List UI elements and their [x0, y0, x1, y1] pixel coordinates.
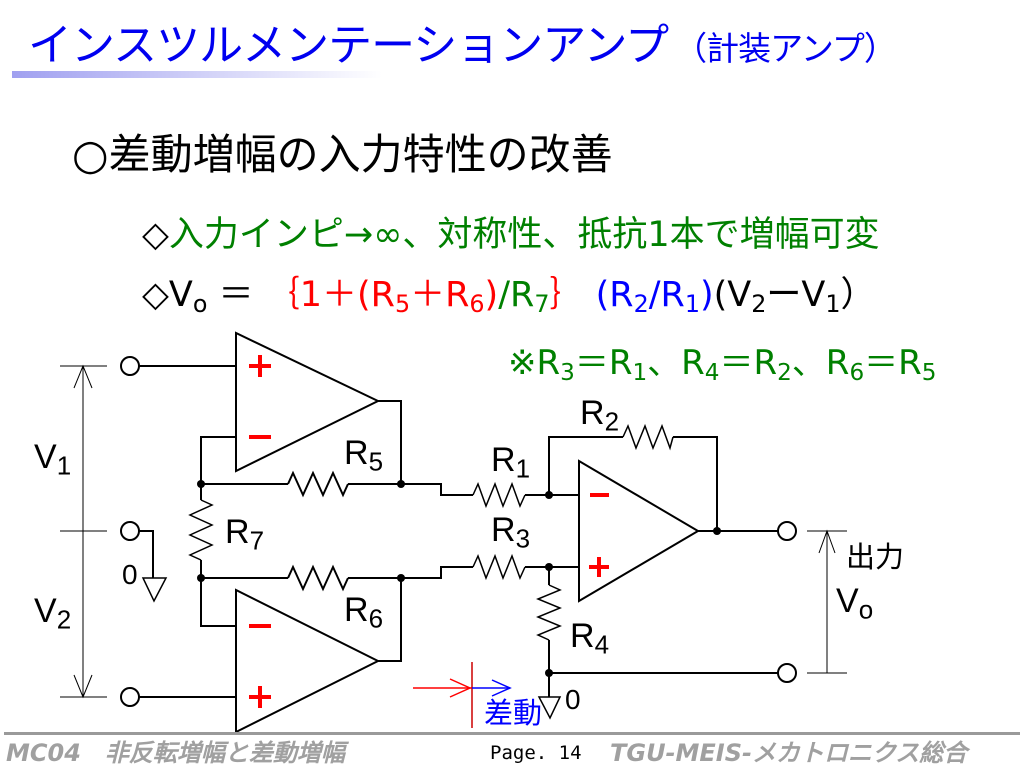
- formula-segment: o: [192, 289, 208, 318]
- formula-segment: ＝: [207, 275, 265, 315]
- note-segment: 、R: [791, 343, 850, 383]
- formula-segment: ｛1＋(R: [264, 275, 395, 315]
- footer-right: TGU-MEIS-メカトロニクス総合: [610, 739, 968, 767]
- label-v1: V1: [34, 438, 72, 481]
- formula-segment: ◇V: [142, 275, 193, 315]
- formula-segment: ーV: [766, 275, 826, 315]
- formula-segment: 5: [394, 289, 411, 318]
- title-underline-bar: [12, 71, 382, 78]
- note-segment: 3: [560, 359, 575, 386]
- opamp-output: [578, 459, 700, 603]
- line1-segment: 入力インピ→∞、対称性、抵抗1本で増幅可変: [168, 215, 880, 255]
- title-sub: （計装アンプ）: [674, 29, 897, 68]
- arrowhead-down-icon: [73, 674, 93, 699]
- note-segment: 4: [704, 359, 720, 386]
- line1-segment: ◇: [142, 215, 169, 255]
- label-r1: R1: [491, 441, 531, 484]
- resistor-r4: [536, 584, 562, 641]
- bullet-gain-formula: ◇Vo ＝ ｛1＋(R5＋R6)/R7｝ (R2/R1)(V2ーV1）: [142, 278, 876, 317]
- label-v2: V2: [34, 592, 72, 635]
- label-output: 出力: [846, 542, 905, 574]
- resistor-equality-note: ※R3＝R1、R4＝R2、R6＝R5: [508, 346, 936, 385]
- label-r7: R7: [225, 513, 265, 556]
- formula-segment: ）: [840, 275, 876, 315]
- label-r3: R3: [491, 511, 531, 554]
- formula-segment: ): [700, 275, 714, 315]
- formula-segment: 2: [751, 289, 767, 318]
- footer-divider: [4, 732, 1020, 735]
- terminal-v2: [120, 687, 140, 707]
- arrowhead-up-icon: [818, 529, 836, 554]
- arrowhead-up-icon: [73, 364, 93, 389]
- note-segment: 1: [632, 359, 648, 386]
- ground-left-icon: [141, 577, 168, 603]
- resistor-r6: [287, 564, 349, 592]
- bullet-features: ◇入力インピ→∞、対称性、抵抗1本で増幅可変: [142, 218, 880, 253]
- resistor-r3: [472, 553, 526, 581]
- formula-segment: 1: [684, 289, 700, 318]
- note-segment: ＝R: [574, 343, 633, 383]
- input-voltage-indicator: [60, 364, 107, 699]
- opamp-upper: [235, 331, 381, 473]
- resistor-r7: [188, 499, 214, 561]
- resistor-r1: [472, 481, 526, 509]
- label-ground-left: 0: [122, 559, 138, 590]
- terminal-common: [120, 521, 140, 541]
- label-r5: R5: [344, 434, 384, 477]
- resistor-r2: [622, 423, 674, 451]
- note-segment: 2: [777, 359, 792, 386]
- formula-segment: ｝: [549, 275, 585, 315]
- label-r6: R6: [344, 591, 384, 634]
- footer-left: MC04 非反転増幅と差動増幅: [6, 739, 345, 767]
- formula-segment: /R: [648, 275, 685, 315]
- label-differential: 差動: [484, 698, 543, 730]
- opamp-lower: [235, 588, 381, 734]
- section-heading: ○差動増幅の入力特性の改善: [72, 130, 613, 179]
- formula-segment: ＋R: [410, 275, 470, 315]
- page-number: Page. 14: [490, 742, 582, 764]
- label-r2: R2: [580, 394, 620, 437]
- ground-right-icon: [537, 696, 562, 720]
- wires: [139, 365, 778, 698]
- note-segment: 、R: [647, 343, 705, 383]
- note-segment: 6: [849, 359, 865, 386]
- resistor-r5: [287, 470, 349, 498]
- formula-segment: ): [484, 275, 499, 315]
- label-ground-right: 0: [565, 684, 581, 715]
- formula-segment: 6: [469, 289, 485, 318]
- note-segment: ＝R: [719, 343, 778, 383]
- formula-segment: (R: [584, 275, 634, 315]
- formula-segment: (V: [713, 275, 752, 315]
- note-segment: 5: [921, 359, 937, 386]
- terminal-v1: [120, 356, 140, 376]
- output-voltage-indicator: [807, 529, 847, 674]
- note-segment: ＝R: [864, 343, 922, 383]
- formula-segment: 7: [534, 289, 550, 318]
- terminal-output-ground: [777, 663, 797, 683]
- formula-segment: 2: [633, 289, 649, 318]
- differential-arrow-icon: [413, 662, 512, 728]
- junction-dots: [197, 480, 721, 677]
- polarity-signs: [249, 355, 609, 708]
- label-vo: Vo: [836, 582, 874, 625]
- formula-segment: 1: [825, 289, 841, 318]
- formula-segment: /R: [498, 275, 535, 315]
- label-r4: R4: [570, 617, 610, 660]
- note-segment: ※R: [508, 343, 561, 383]
- terminal-output: [777, 521, 797, 541]
- title-main: インスツルメンテーションアンプ: [28, 20, 669, 71]
- slide-title: インスツルメンテーションアンプ（計装アンプ）: [28, 24, 897, 68]
